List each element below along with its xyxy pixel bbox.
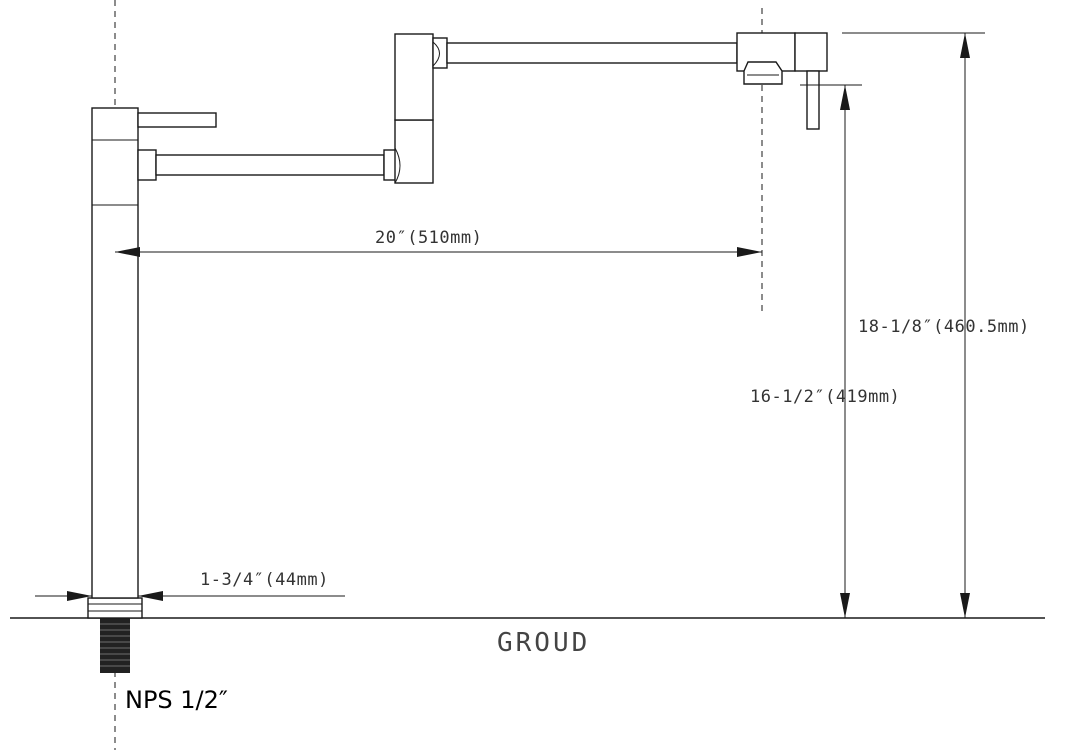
base-flange [87,597,143,619]
reach-dimension [115,247,762,257]
threaded-shank [100,618,130,673]
spout-lever [806,70,820,130]
base-diameter-dimension [35,591,345,601]
reach-label: 20″(510mm) [375,228,482,248]
spout-height-label: 16-1/2″(419mm) [750,387,900,407]
swivel-joint [394,33,434,184]
total-height-label: 18-1/8″(460.5mm) [858,317,1030,337]
base-diameter-label: 1-3/4″(44mm) [200,570,329,590]
base-handle [137,112,217,128]
lower-swing-arm [137,149,399,181]
spout-height-dimension [840,85,850,618]
total-height-dimension [960,33,970,618]
faucet-riser [91,107,139,599]
ground-label: GROUD [497,628,590,658]
spout-head [736,32,828,85]
upper-swing-arm [432,37,738,69]
thread-size-label: NPS 1/2″ [125,686,228,714]
